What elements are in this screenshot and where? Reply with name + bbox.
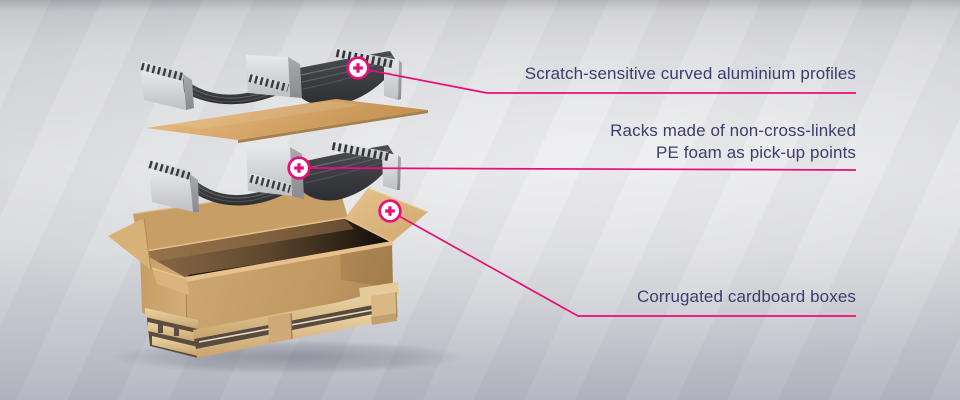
cardboard-box-graphic bbox=[108, 217, 393, 343]
hotspot-marker-profiles[interactable] bbox=[346, 56, 370, 80]
box-front-face bbox=[186, 242, 393, 342]
foam-rack-graphic bbox=[148, 159, 199, 212]
foam-rack-graphic bbox=[246, 55, 302, 98]
annotation-label-profiles: Scratch-sensitive curved aluminium profi… bbox=[525, 63, 856, 85]
pe-foam-racks-layer-graphic bbox=[148, 141, 401, 212]
box-open-flap bbox=[108, 218, 151, 270]
cardboard-layer-pad-graphic bbox=[146, 99, 428, 143]
annotation-text-line2: PE foam as pick-up points bbox=[656, 143, 856, 162]
foam-rack-graphic bbox=[331, 141, 401, 190]
annotation-text: Corrugated cardboard boxes bbox=[636, 287, 856, 306]
plus-icon bbox=[385, 206, 395, 216]
wooden-pallet-graphic bbox=[145, 282, 399, 358]
leader-line-profiles bbox=[357, 67, 856, 94]
annotation-label-boxes: Corrugated cardboard boxes bbox=[637, 286, 856, 308]
annotation-label-foam-racks: Racks made of non-cross-linked PE foam a… bbox=[610, 120, 856, 164]
leader-line-foam-racks bbox=[309, 167, 857, 171]
leader-line-boxes bbox=[389, 210, 856, 317]
plus-icon bbox=[294, 163, 304, 173]
annotation-text: Scratch-sensitive curved aluminium profi… bbox=[524, 64, 856, 83]
annotation-text-line1: Racks made of non-cross-linked bbox=[610, 121, 856, 140]
foam-rack-graphic bbox=[140, 61, 194, 110]
leader-lines bbox=[309, 67, 857, 317]
aluminium-profiles-layer-graphic bbox=[140, 48, 402, 110]
plus-icon bbox=[353, 63, 363, 73]
foam-rack-graphic bbox=[335, 48, 402, 100]
hotspot-marker-boxes[interactable] bbox=[378, 199, 402, 223]
hotspot-marker-foam-racks[interactable] bbox=[287, 156, 311, 180]
